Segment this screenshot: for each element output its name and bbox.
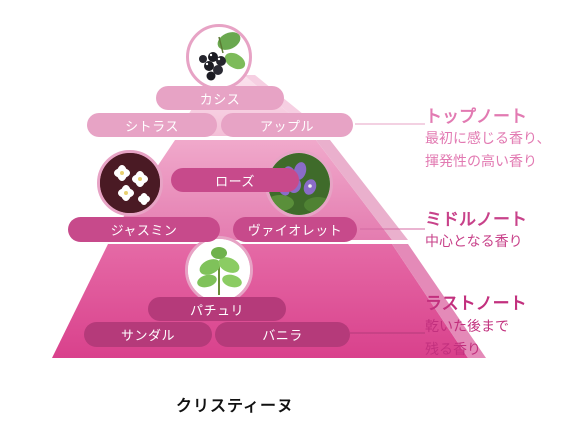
patchouli-leaf-icon bbox=[185, 236, 253, 304]
ingredient-vanilla: バニラ bbox=[215, 322, 350, 347]
middle-note-description: 中心となる香り bbox=[425, 234, 523, 250]
ingredient-jasmine: ジャスミン bbox=[68, 217, 220, 242]
middle-note-heading: ミドルノート bbox=[425, 210, 527, 230]
ingredient-sandalwood: サンダル bbox=[84, 322, 212, 347]
jasmine-flower-icon bbox=[97, 150, 163, 216]
top-note-heading: トップノート bbox=[425, 107, 527, 127]
ingredient-cassis: カシス bbox=[156, 86, 284, 110]
top-note-description: 最初に感じる香り、 揮発性の高い香り bbox=[425, 131, 551, 170]
ingredient-citrus: シトラス bbox=[87, 113, 217, 137]
ingredient-rose: ローズ bbox=[171, 168, 299, 192]
ingredient-violet: ヴァイオレット bbox=[233, 217, 357, 242]
ingredient-patchouli: パチュリ bbox=[148, 297, 286, 321]
base-note-heading: ラストノート bbox=[425, 294, 527, 314]
product-name: クリスティーヌ bbox=[175, 396, 295, 415]
base-note-description: 乾いた後まで 残る香り bbox=[425, 319, 509, 358]
ingredient-apple: アップル bbox=[221, 113, 353, 137]
blackcurrant-icon bbox=[186, 24, 252, 90]
